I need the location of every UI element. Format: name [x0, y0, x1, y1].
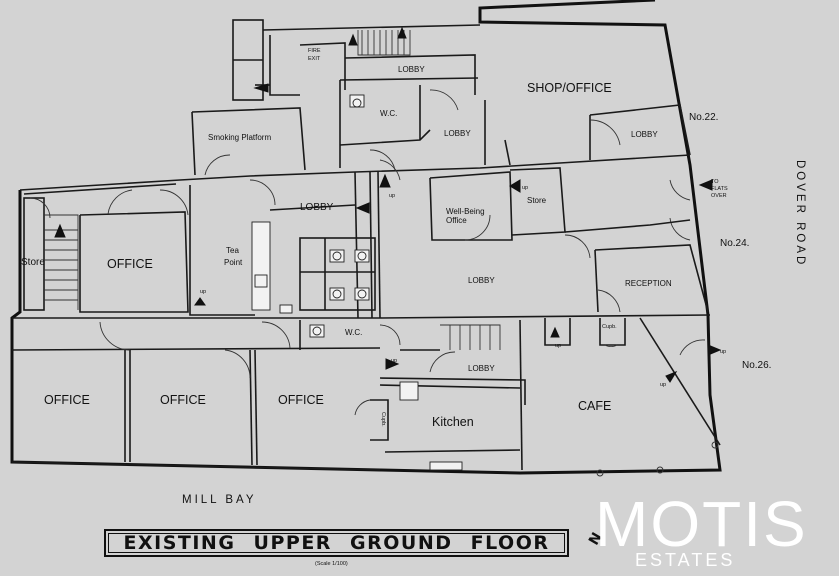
arrow-up-3: [379, 173, 391, 188]
street-dover-road: DOVER ROAD: [794, 160, 806, 267]
room-label-wellbeing: Well-Being: [446, 207, 485, 216]
arrow-right-2: [707, 344, 722, 356]
stair-arrows: [54, 26, 722, 383]
up-label-3: up: [522, 185, 528, 191]
room-labels: OFFICE OFFICE OFFICE OFFICE Store Tea Po…: [21, 48, 806, 506]
up-label-1: up: [200, 289, 206, 295]
outer-walls: [10, 0, 722, 475]
room-label-exit: EXIT: [308, 56, 321, 62]
arrow-up-1: [54, 223, 66, 238]
room-label-lobby-west: LOBBY: [300, 202, 334, 213]
room-label-wellbeing-office: Office: [446, 216, 467, 225]
room-label-cupb-1: Cupb.: [602, 324, 617, 330]
room-label-lobby-central: LOBBY: [468, 276, 495, 285]
room-label-point: Point: [224, 258, 243, 267]
plan-title-box: EXISTING UPPER GROUND FLOOR: [104, 529, 569, 557]
up-label-5: up: [391, 358, 397, 364]
room-label-over: OVER: [711, 193, 727, 199]
room-label-office-sw1: OFFICE: [44, 393, 90, 407]
room-label-lobby-east-north: LOBBY: [631, 130, 658, 139]
room-label-cafe: CAFE: [578, 399, 611, 413]
plan-title: EXISTING UPPER GROUND FLOOR: [123, 532, 550, 554]
up-label-7: up: [660, 382, 666, 388]
room-label-office-west: OFFICE: [107, 257, 153, 271]
room-label-reception: RECEPTION: [625, 279, 672, 288]
logo-sub-text: ESTATES: [635, 550, 736, 570]
address-no-22: No.22.: [689, 112, 718, 123]
room-label-cupb-2: Cupb.: [380, 412, 386, 427]
room-label-office-sw2: OFFICE: [160, 393, 206, 407]
room-label-lobby-south: LOBBY: [468, 364, 495, 373]
central-wc: [279, 237, 376, 314]
arrow-up-5: [397, 26, 407, 39]
room-label-flats: FLATS: [711, 186, 728, 192]
address-no-24: No.24.: [720, 238, 749, 249]
south-west-offices: [11, 320, 389, 466]
room-label-wc-north: W.C.: [380, 109, 397, 118]
address-no-26: No.26.: [742, 360, 771, 371]
up-label-4: up: [555, 343, 561, 349]
arrow-up-4: [348, 33, 358, 46]
arrow-left-2: [509, 179, 521, 193]
arrow-diag-1: [665, 370, 678, 383]
motis-estates-logo: MOTIS ESTATES: [595, 492, 839, 576]
arrow-left-3: [253, 83, 269, 93]
room-label-store-mid: Store: [527, 196, 547, 205]
room-label-to: TO: [711, 179, 719, 185]
logo-main-text: MOTIS: [595, 488, 808, 560]
street-mill-bay: MILL BAY: [182, 494, 257, 506]
room-label-office-sw3: OFFICE: [278, 393, 324, 407]
room-label-smoking: Smoking Platform: [208, 133, 271, 142]
west-section: [23, 171, 381, 319]
arrow-left-1: [355, 202, 370, 214]
room-label-tea: Tea: [226, 246, 239, 255]
arrow-up-2: [194, 297, 206, 306]
scale-note: (Scale 1/100): [315, 561, 348, 567]
room-label-shop-office: SHOP/OFFICE: [527, 81, 612, 95]
south-east: [379, 314, 721, 477]
up-label-2: up: [389, 193, 395, 199]
north-block: [232, 19, 691, 171]
room-label-kitchen: Kitchen: [432, 415, 474, 429]
room-label-fire: FIRE: [308, 48, 321, 54]
room-label-lobby-north: LOBBY: [398, 65, 425, 74]
smoking-platform: [191, 107, 306, 176]
arrow-left-4: [698, 179, 713, 191]
room-label-store-west: Store: [21, 257, 45, 268]
room-label-lobby-mid-north: LOBBY: [444, 129, 471, 138]
arrow-right-1: [385, 358, 400, 370]
room-label-wc-south: W.C.: [345, 328, 362, 337]
east-rooms: [379, 159, 709, 313]
arrow-up-6: [550, 326, 560, 338]
up-label-6: up: [720, 349, 726, 355]
